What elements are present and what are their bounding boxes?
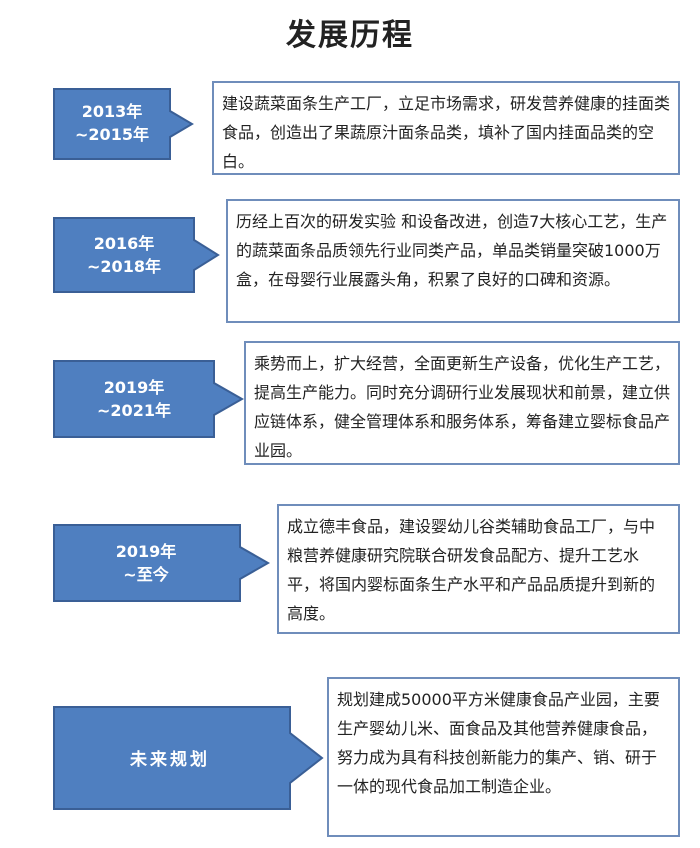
stage-text: 成立德丰食品，建设婴幼儿谷类辅助食品工厂，与中粮营养健康研究院联合研发食品配方、… [287,517,656,623]
stage-description-5: 规划建成50000平方米健康食品产业园，主要生产婴幼儿米、面食品及其他营养健康食… [327,677,680,837]
stage-text: 历经上百次的研发实验 和设备改进，创造7大核心工艺，生产的蔬菜面条品质领先行业同… [236,212,668,289]
period-label-line1: 未来规划 [129,749,210,770]
arrow-shape [53,88,194,160]
arrow-shape [53,217,220,293]
period-arrow-1: 2013年 ~2015年 [53,88,194,160]
period-label-line2: ~至今 [123,565,168,584]
period-arrow-3: 2019年 ~2021年 [53,360,245,438]
stage-description-2: 历经上百次的研发实验 和设备改进，创造7大核心工艺，生产的蔬菜面条品质领先行业同… [226,199,680,323]
period-label-line1: 2013年 [82,102,143,121]
period-label-line1: 2019年 [116,542,177,561]
stage-description-4: 成立德丰食品，建设婴幼儿谷类辅助食品工厂，与中粮营养健康研究院联合研发食品配方、… [277,504,680,634]
stage-text: 规划建成50000平方米健康食品产业园，主要生产婴幼儿米、面食品及其他营养健康食… [337,690,660,796]
stage-description-3: 乘势而上，扩大经营，全面更新生产设备，优化生产工艺，提高生产能力。同时充分调研行… [244,341,680,465]
period-label-line1: 2016年 [94,234,155,253]
page-title: 发展历程 [286,18,414,53]
period-arrow-2: 2016年 ~2018年 [53,217,220,293]
period-label-line2: ~2021年 [97,401,171,420]
stage-text: 乘势而上，扩大经营，全面更新生产设备，优化生产工艺，提高生产能力。同时充分调研行… [254,354,671,460]
period-label-line2: ~2018年 [87,257,161,276]
stage-description-1: 建设蔬菜面条生产工厂，立足市场需求，研发营养健康的挂面类食品，创造出了果蔬原汁面… [212,81,680,175]
period-arrow-4: 2019年 ~至今 [53,524,271,602]
period-arrow-5: 未来规划 [53,706,324,810]
period-label-line1: 2019年 [104,378,165,397]
arrow-shape [53,706,324,810]
arrow-shape [53,524,271,602]
stage-text: 建设蔬菜面条生产工厂，立足市场需求，研发营养健康的挂面类食品，创造出了果蔬原汁面… [222,94,671,171]
period-label-line2: ~2015年 [75,125,149,144]
arrow-shape [53,360,245,438]
